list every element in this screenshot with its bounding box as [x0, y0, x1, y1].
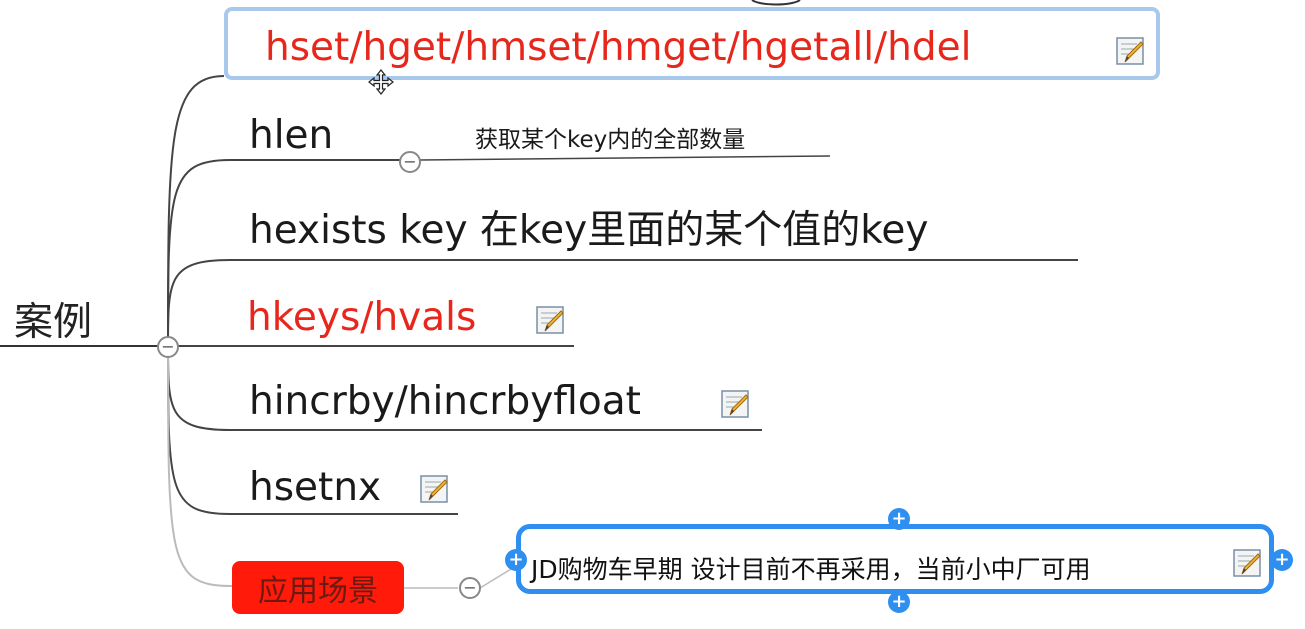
topic-hexists[interactable]: hexists key 在key里面的某个值的key: [249, 208, 929, 253]
add-symbol: +: [508, 549, 524, 570]
subtopic-hlen-description[interactable]: 获取某个key内的全部数量: [475, 127, 746, 153]
move-cursor-icon: [368, 69, 394, 95]
note-pencil-icon[interactable]: [419, 474, 449, 504]
collapse-symbol: −: [403, 152, 417, 171]
topic-hset-commands[interactable]: hset/hget/hmset/hmget/hgetall/hdel: [265, 25, 972, 70]
add-parent-handle[interactable]: +: [888, 508, 910, 530]
add-symbol: +: [891, 591, 907, 612]
note-pencil-icon[interactable]: [1115, 36, 1145, 66]
note-pencil-icon[interactable]: [535, 305, 565, 335]
root-topic[interactable]: 案例: [14, 300, 93, 345]
topic-hincrby[interactable]: hincrby/hincrbyfloat: [249, 379, 641, 424]
collapse-minus-icon[interactable]: −: [399, 151, 421, 173]
note-pencil-icon[interactable]: [720, 389, 750, 419]
add-left-handle[interactable]: +: [505, 549, 527, 571]
add-child-bottom-handle[interactable]: +: [888, 591, 910, 613]
topic-application-scenario[interactable]: 应用场景: [232, 561, 404, 614]
add-symbol: +: [1274, 549, 1290, 570]
collapse-symbol: −: [161, 337, 175, 356]
collapse-minus-icon[interactable]: −: [459, 577, 481, 599]
topic-hkeys-hvals[interactable]: hkeys/hvals: [247, 295, 477, 340]
topic-application-scenario-label: 应用场景: [258, 573, 378, 609]
selected-topic-frame[interactable]: [224, 7, 1160, 80]
subtopic-jd-cart[interactable]: JD购物车早期 设计目前不再采用，当前小中厂可用: [531, 555, 1091, 584]
collapse-symbol: −: [463, 578, 477, 597]
topic-hlen[interactable]: hlen: [249, 113, 334, 158]
add-right-handle[interactable]: +: [1271, 549, 1293, 571]
collapse-minus-icon[interactable]: −: [157, 336, 179, 358]
note-pencil-icon[interactable]: [1232, 548, 1262, 578]
topic-hsetnx[interactable]: hsetnx: [249, 465, 382, 510]
add-symbol: +: [891, 508, 907, 529]
